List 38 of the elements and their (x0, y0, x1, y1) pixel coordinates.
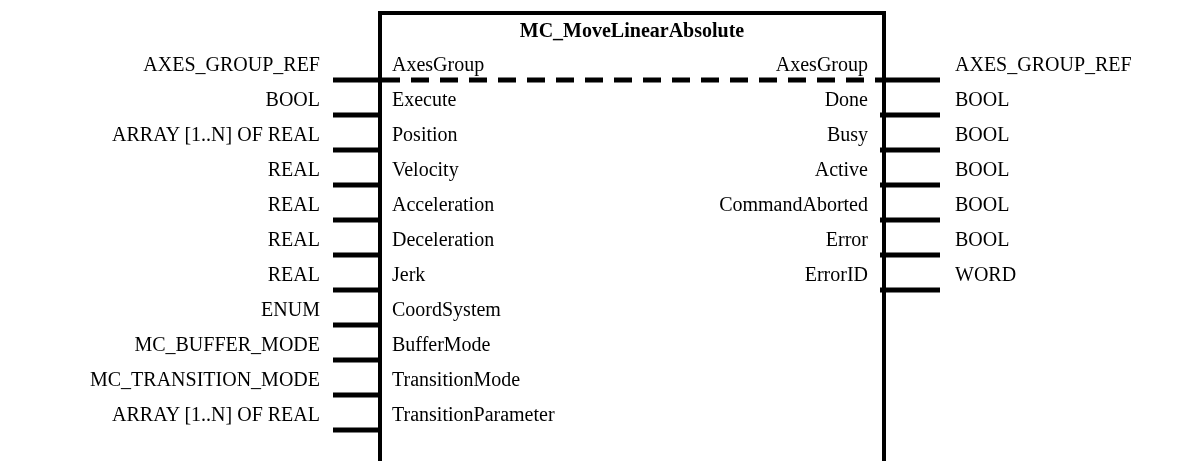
data-type: BOOL (955, 122, 1010, 146)
data-type: AXES_GROUP_REF (143, 52, 320, 76)
data-type: WORD (955, 262, 1017, 286)
data-type: REAL (267, 262, 320, 286)
output-pin-name: Busy (826, 122, 868, 146)
input-pin-name: Jerk (392, 262, 426, 286)
output-pin-name: AxesGroup (775, 52, 868, 76)
data-type: AXES_GROUP_REF (955, 52, 1132, 76)
input-pin-name: Acceleration (392, 192, 495, 216)
data-type: BOOL (955, 192, 1010, 216)
data-type: REAL (267, 192, 320, 216)
output-pin-name: Error (825, 227, 868, 251)
data-type: ARRAY [1..N] OF REAL (112, 122, 320, 146)
output-pin-name: Done (824, 87, 868, 111)
data-type: ARRAY [1..N] OF REAL (112, 402, 320, 426)
input-pin-name: Position (392, 122, 458, 146)
input-pin-name: AxesGroup (392, 52, 485, 76)
data-type: BOOL (955, 157, 1010, 181)
output-pin-name: ErrorID (804, 262, 868, 286)
function-block (378, 11, 886, 461)
data-type: BOOL (955, 227, 1010, 251)
input-pin-name: Velocity (392, 157, 459, 181)
input-pin-name: CoordSystem (392, 297, 501, 321)
block-title: MC_MoveLinearAbsolute (518, 18, 746, 42)
output-pin-name: CommandAborted (719, 192, 868, 216)
data-type: BOOL (265, 87, 320, 111)
data-type: BOOL (955, 87, 1010, 111)
data-type: MC_BUFFER_MODE (134, 332, 320, 356)
data-type: ENUM (261, 297, 320, 321)
data-type: REAL (267, 157, 320, 181)
input-pin-name: Deceleration (392, 227, 495, 251)
input-pin-name: TransitionParameter (392, 402, 555, 426)
input-pin-name: BufferMode (392, 332, 491, 356)
data-type: REAL (267, 227, 320, 251)
output-pin-name: Active (814, 157, 868, 181)
input-pin-name: Execute (392, 87, 457, 111)
input-pin-name: TransitionMode (392, 367, 521, 391)
data-type: MC_TRANSITION_MODE (90, 367, 320, 391)
